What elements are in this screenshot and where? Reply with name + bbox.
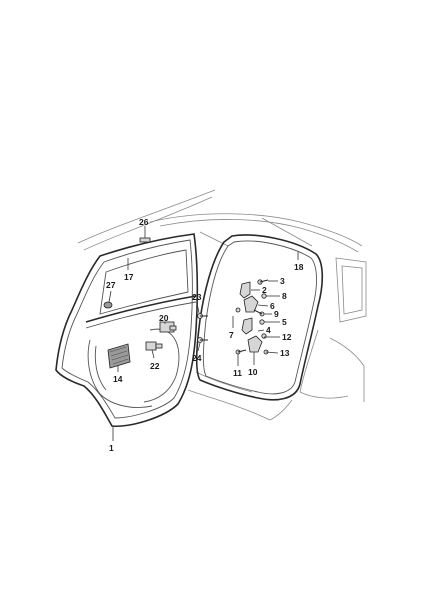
callout-26: 26 [139, 217, 149, 238]
callout-8: 8 [266, 291, 287, 301]
callout-label: 8 [282, 291, 287, 301]
callout-6: 6 [257, 301, 275, 311]
callout-label: 1 [109, 443, 114, 453]
callout-label: 17 [124, 272, 134, 282]
callout-10: 10 [248, 352, 258, 377]
callout-label: 13 [280, 348, 290, 358]
door-lock-mechanism [159, 321, 177, 333]
vehicle-body-outline [77, 189, 367, 421]
callout-label: 22 [150, 361, 160, 371]
callout-4: 4 [257, 325, 271, 335]
inner-handle [145, 341, 163, 351]
callout-3: 3 [268, 276, 285, 286]
callout-14: 14 [113, 366, 123, 384]
roof-clip [139, 237, 151, 243]
callout-13: 13 [265, 348, 290, 358]
callout-2: 2 [251, 285, 267, 295]
callout-label: 23 [192, 292, 202, 302]
sealing-sheet [107, 343, 131, 369]
callout-17: 17 [124, 258, 134, 282]
callout-9: 9 [264, 309, 279, 319]
callout-label: 10 [248, 367, 258, 377]
callout-5: 5 [264, 317, 287, 327]
callout-label: 20 [159, 313, 169, 323]
callout-label: 24 [192, 353, 202, 363]
plug [103, 301, 113, 309]
callout-7: 7 [229, 316, 234, 340]
callout-23: 23 [192, 292, 202, 314]
door-bolts [197, 313, 208, 343]
rear-door-assembly [55, 233, 199, 428]
callout-27: 27 [106, 280, 116, 303]
callout-22: 22 [150, 349, 160, 371]
callout-label: 7 [229, 330, 234, 340]
door-aperture-seal [195, 234, 324, 401]
callout-12: 12 [264, 332, 292, 342]
callout-11: 11 [233, 354, 242, 378]
callout-label: 6 [270, 301, 275, 311]
callout-label: 11 [233, 368, 242, 378]
callout-label: 2 [262, 285, 267, 295]
callout-label: 12 [282, 332, 292, 342]
callout-label: 26 [139, 217, 149, 227]
callout-label: 18 [294, 262, 304, 272]
callout-label: 9 [274, 309, 279, 319]
lower-hinge [235, 317, 269, 355]
callout-label: 14 [113, 374, 123, 384]
callout-label: 3 [280, 276, 285, 286]
callout-label: 4 [266, 325, 271, 335]
callout-18: 18 [294, 252, 304, 272]
callout-20: 20 [159, 313, 169, 324]
callout-label: 5 [282, 317, 287, 327]
callout-24: 24 [192, 342, 202, 363]
upper-hinge [235, 279, 269, 317]
callout-1: 1 [109, 426, 114, 453]
callout-label: 27 [106, 280, 116, 290]
